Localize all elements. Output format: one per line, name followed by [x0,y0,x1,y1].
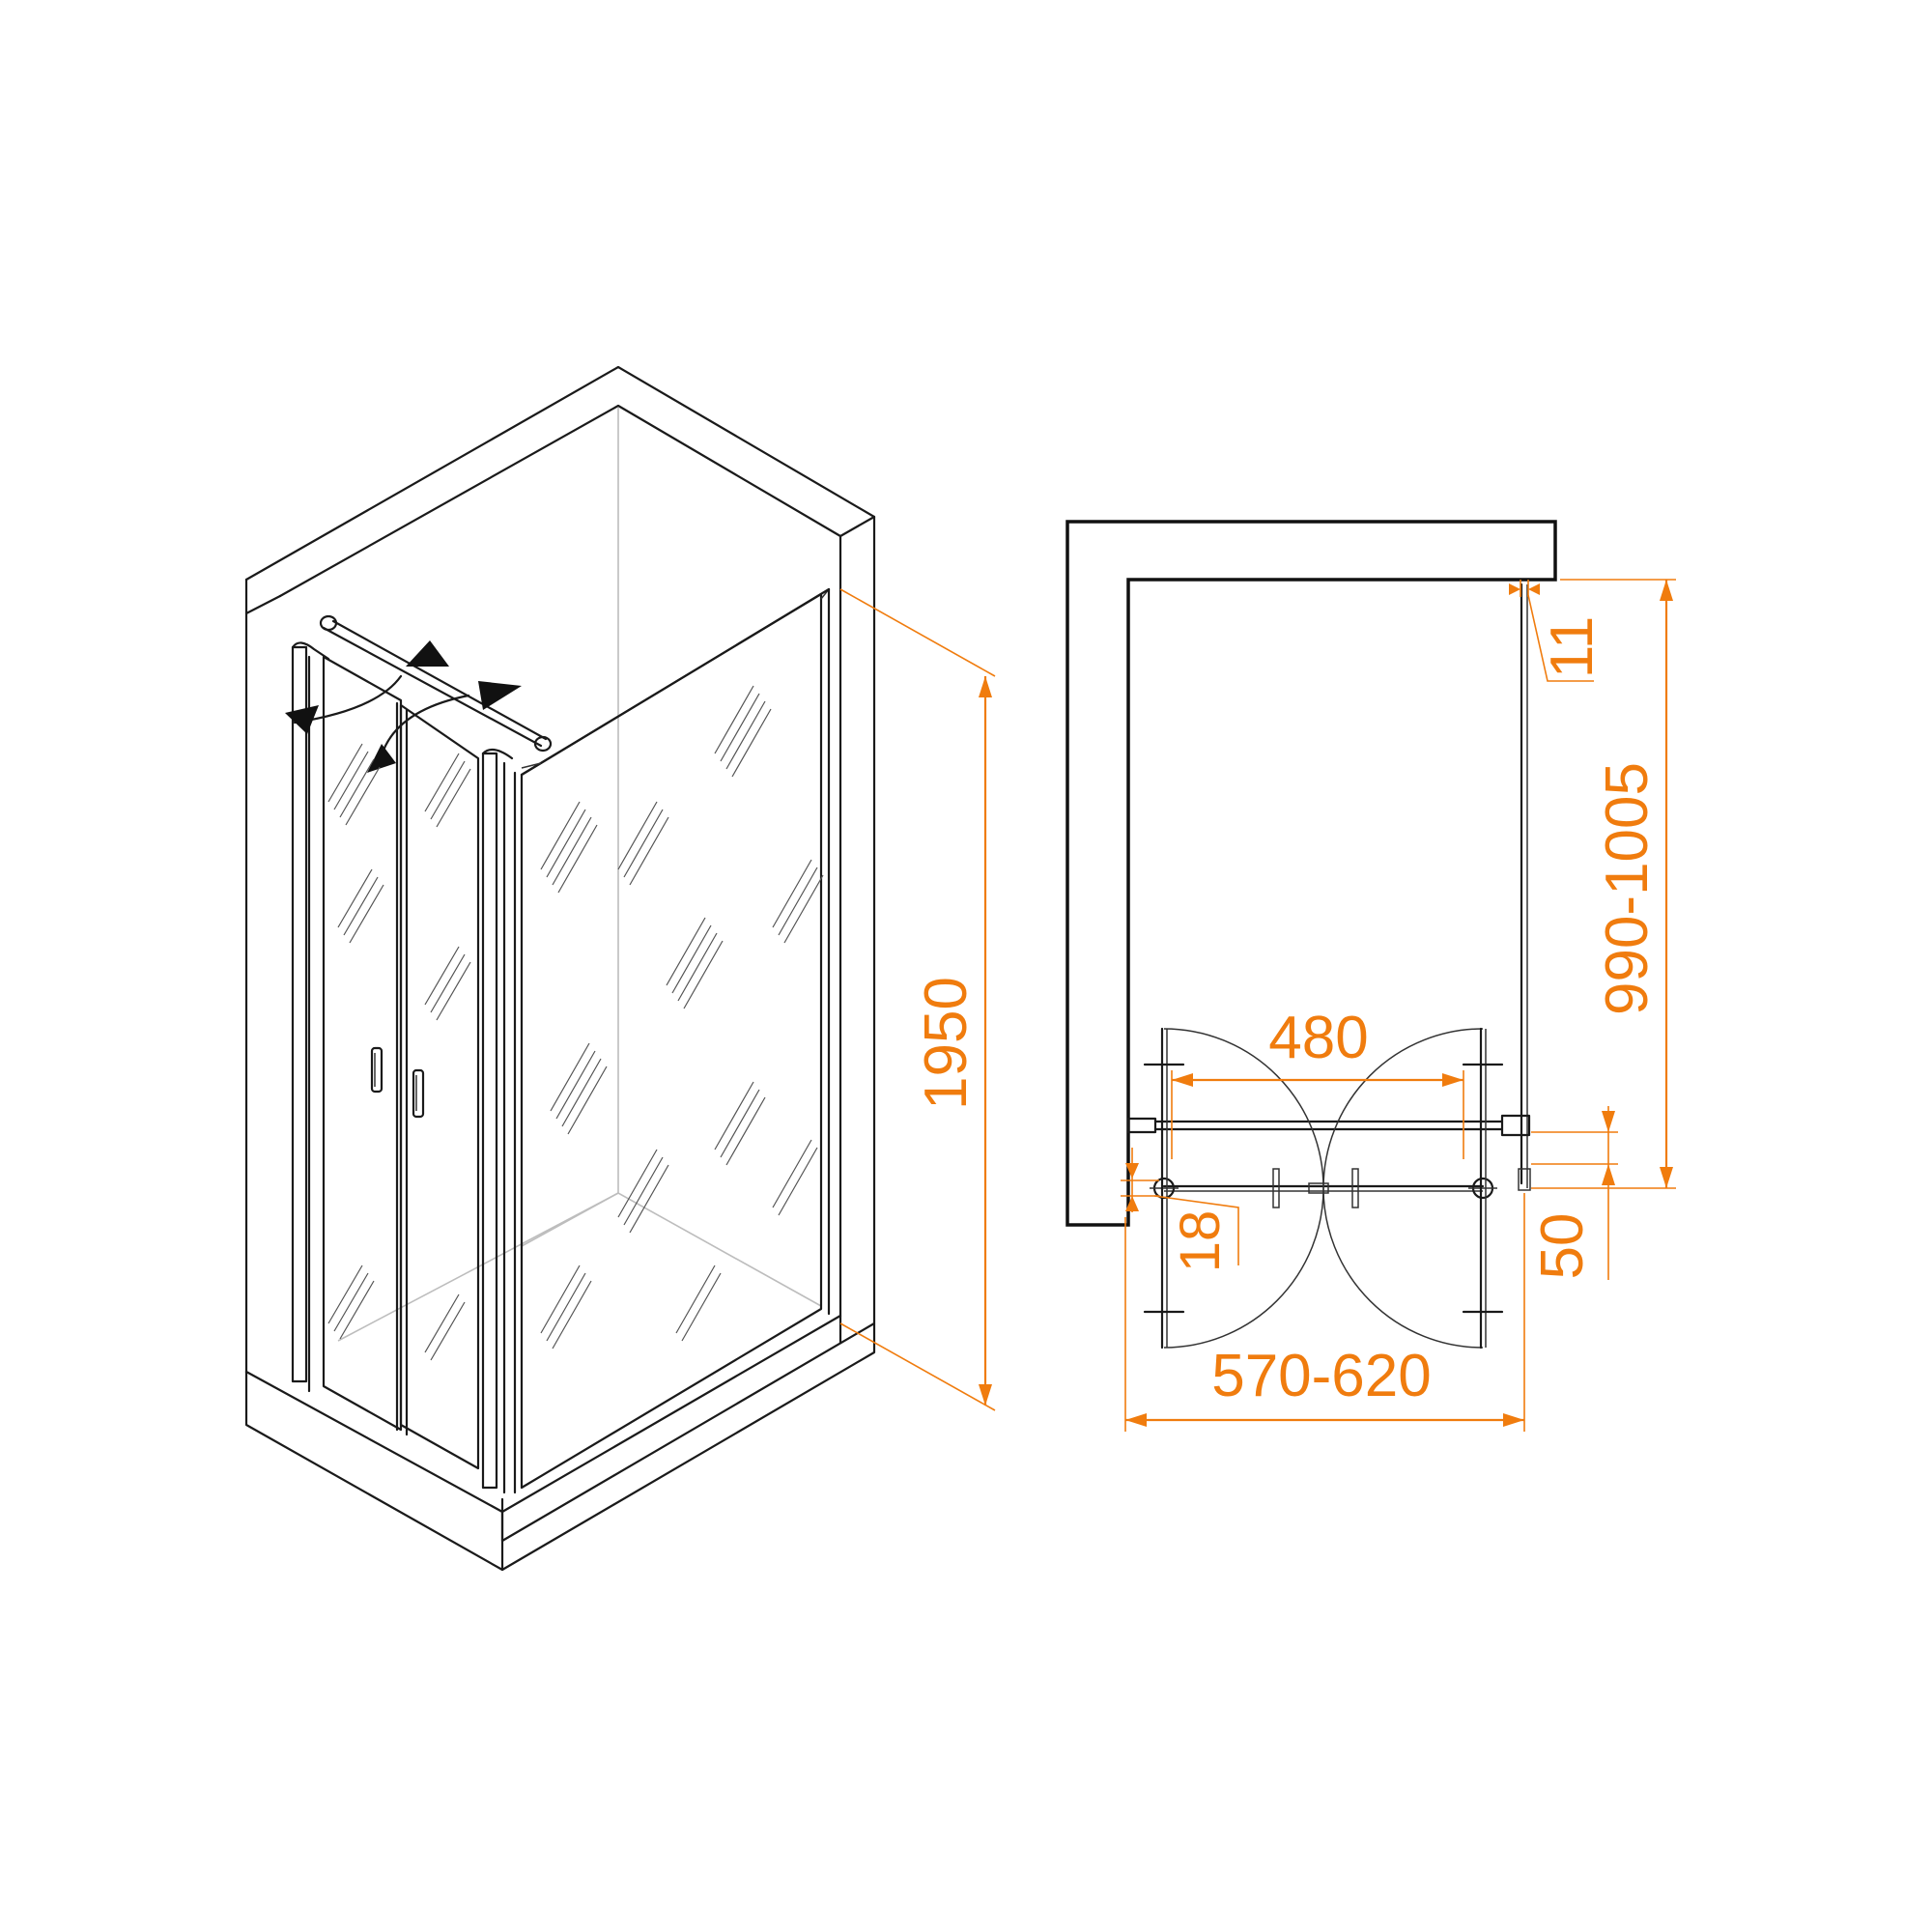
width-label: 570-620 [1211,1343,1432,1409]
dimension-50: 50 [1529,1106,1618,1280]
dimension-height: 1950 [839,588,996,1411]
dimension-depth: 990-1005 [1531,579,1676,1189]
dimension-480: 480 [1171,1005,1464,1159]
dimension-11: 11 [1509,580,1605,682]
dimension-18: 18 [1121,1148,1239,1273]
height-label: 1950 [913,977,980,1110]
dimension-width: 570-620 [1124,1193,1525,1432]
profile-11-label: 11 [1539,616,1605,678]
door-opening-label: 480 [1268,1005,1368,1071]
depth-label: 990-1005 [1594,762,1661,1015]
plan-view: 11 990-1005 50 480 [1065,520,1676,1432]
profile-18-label: 18 [1169,1210,1232,1273]
offset-50-label: 50 [1529,1213,1596,1280]
glass-hatching [327,685,824,1361]
isometric-view: 1950 [244,365,996,1572]
